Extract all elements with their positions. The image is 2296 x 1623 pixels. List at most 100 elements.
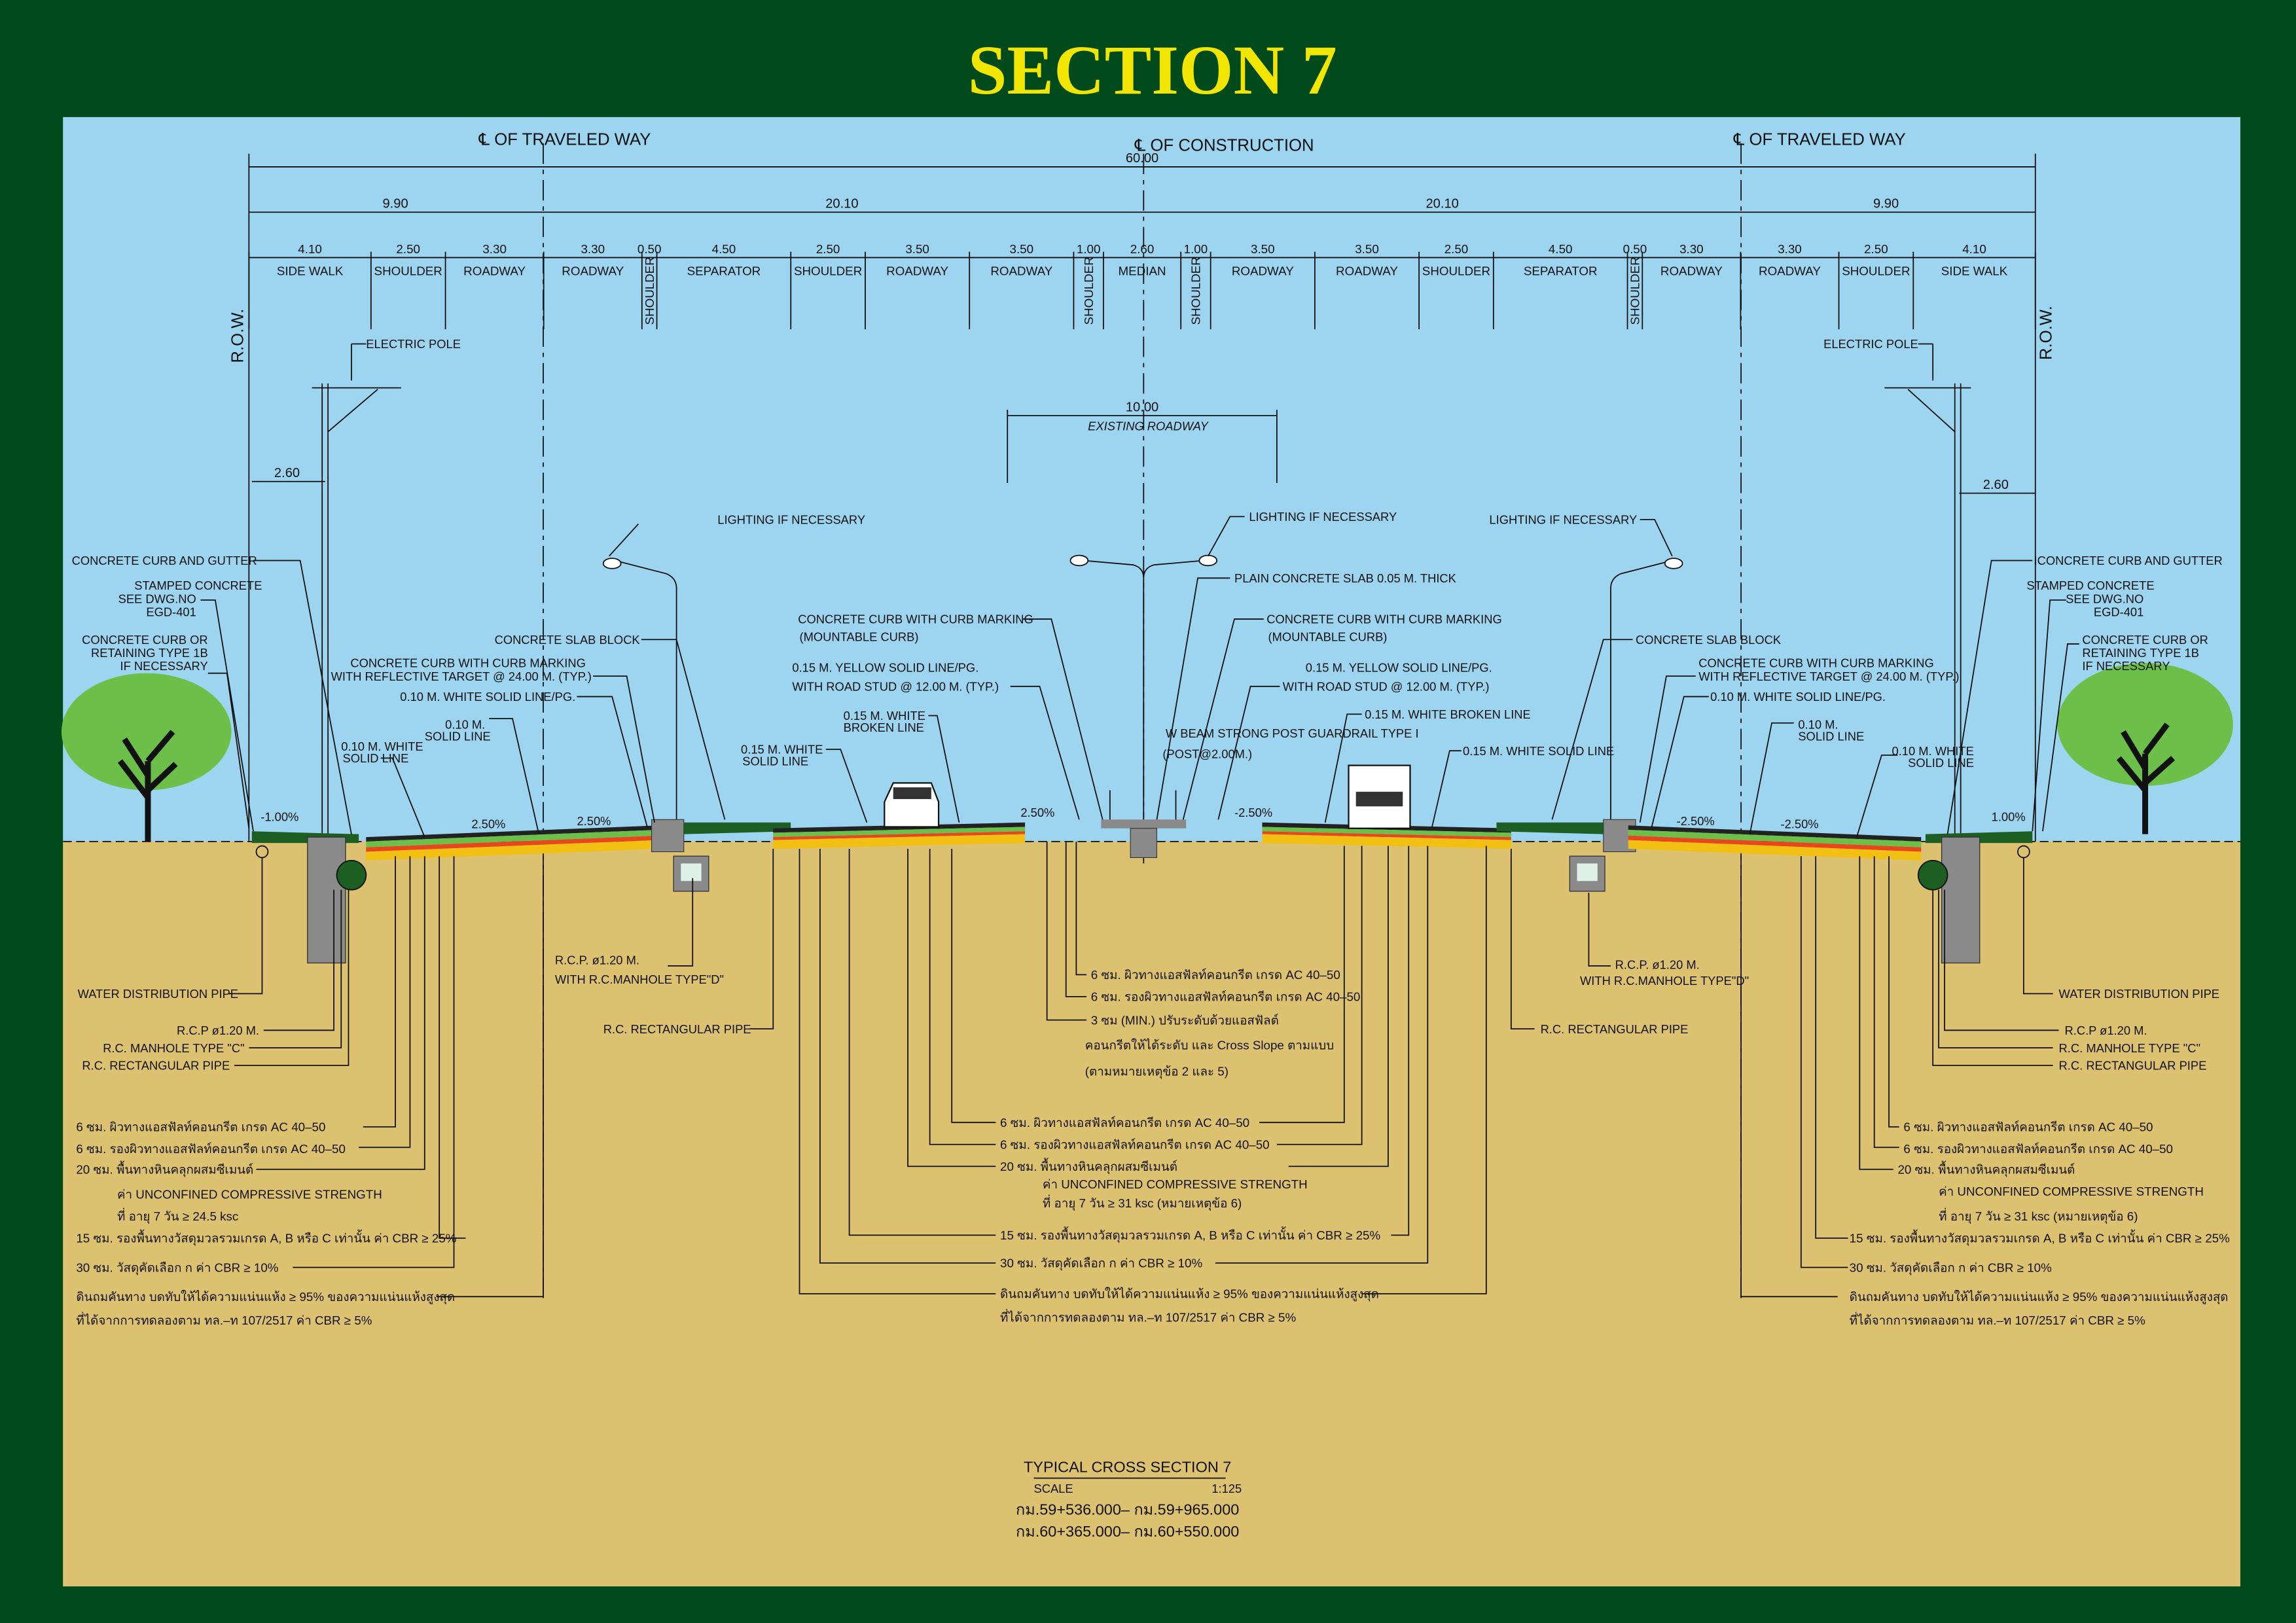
white-solid-line-right: 0.15 M. WHITE SOLID LINE: [1463, 744, 1614, 758]
rcp-manhole-d-left-1: R.C.P. ø1.20 M.: [555, 954, 639, 967]
segment-name: SHOULDER: [643, 257, 656, 325]
dim-pole-offset-left: 2.60: [274, 466, 300, 480]
slope-right-sidewalk: 1.00%: [1992, 810, 2026, 824]
retaining-right-1: CONCRETE CURB OR: [2082, 633, 2208, 647]
water-pipe-left: WATER DISTRIBUTION PIPE: [78, 987, 238, 1001]
stamped-concrete-right-2: SEE DWG.NO: [2066, 592, 2144, 605]
cl-traveled-way-right: ℄ OF TRAVELED WAY: [1733, 130, 1906, 149]
overlay-center-2: 6 ซม. รองผิวทางแอสฟัลท์คอนกรีต เกรด AC 4…: [1091, 990, 1361, 1004]
segment-name: SHOULDER: [374, 264, 442, 277]
segment-width: 3.50: [905, 242, 929, 256]
overlay-center-5: (ตามหมายเหตุข้อ 2 และ 5): [1085, 1065, 1229, 1080]
layer-left-2: 6 ซม. รองผิวทางแอสฟัลท์คอนกรีต เกรด AC 4…: [76, 1142, 346, 1156]
overlay-center-3: 3 ซม (MIN.) ปรับระดับด้วยแอสฟัลต์: [1091, 1013, 1279, 1027]
segment-name: SHOULDER: [1082, 257, 1096, 325]
leader-lines: [200, 516, 2079, 1298]
section-caption: TYPICAL CROSS SECTION 7: [1024, 1459, 1231, 1476]
curb-reflective-left-1: CONCRETE CURB WITH CURB MARKING: [350, 656, 586, 670]
utility-right-2: R.C. MANHOLE TYPE "C": [2059, 1041, 2200, 1055]
layer-left-8: ดินถมคันทาง บดทับให้ได้ความแน่นแห้ง ≥ 95…: [76, 1290, 455, 1305]
station-range-1: กม.59+536.000– กม.59+965.000: [1016, 1501, 1239, 1518]
utility-left-2: R.C. MANHOLE TYPE "C": [103, 1041, 244, 1055]
segment-width: 4.50: [712, 242, 736, 256]
segment-width: 2.50: [1864, 242, 1888, 256]
segment-width: 0.50: [1623, 242, 1647, 256]
layer-left-4: ค่า UNCONFINED COMPRESSIVE STRENGTH: [117, 1187, 382, 1201]
retaining-left-3: IF NECESSARY: [120, 659, 208, 673]
segment-width: 1.00: [1077, 242, 1101, 256]
layer-center-6: 15 ซม. รองพื้นทางวัสดุมวลรวมเกรด A, B หร…: [1000, 1226, 1380, 1243]
segment-name: SEPARATOR: [687, 264, 761, 277]
retaining-left-2: RETAINING TYPE 1B: [91, 646, 208, 660]
segment-name: SHOULDER: [1842, 264, 1910, 277]
layer-right-8: ดินถมคันทาง บดทับให้ได้ความแน่นแห้ง ≥ 95…: [1850, 1290, 2229, 1305]
guardrail-label-1: W BEAM STRONG POST GUARDRAIL TYPE I: [1166, 726, 1419, 740]
slope-left-outer-1: 2.50%: [471, 817, 505, 831]
segment-width: 3.30: [581, 242, 605, 256]
row-label-left: R.O.W.: [228, 309, 247, 363]
white-solid-pg-left: 0.10 M. WHITE SOLID LINE/PG.: [400, 690, 575, 704]
electric-pole-icon: [1884, 343, 1971, 842]
segment-name: MEDIAN: [1119, 264, 1166, 277]
layer-right-5: ที่ อายุ 7 วัน ≥ 31 ksc (หมายเหตุข้อ 6): [1939, 1207, 2138, 1224]
segment-name: ROADWAY: [463, 264, 526, 277]
dim-right-outer: 9.90: [1873, 197, 1899, 211]
curb-gutter-label-right: ICONCRETE CURB AND GUTTER: [2034, 554, 2223, 567]
page-title: SECTION 7: [968, 31, 1337, 109]
cl-construction: ℄ OF CONSTRUCTION: [1134, 136, 1314, 154]
title-block: TYPICAL CROSS SECTION 7 SCALE 1:125 กม.5…: [1016, 1459, 1242, 1540]
overlay-center-4: คอนกรีตให้ได้ระดับ และ Cross Slope ตามแบ…: [1085, 1038, 1334, 1052]
layer-left-7: 30 ซม. วัสดุคัดเลือก ก ค่า CBR ≥ 10%: [76, 1260, 278, 1275]
dim-pole-offset-right: 2.60: [1983, 478, 2009, 492]
slope-left-outer-2: 2.50%: [577, 814, 611, 828]
slope-right-outer-1: -2.50%: [1677, 814, 1715, 828]
curb-reflective-left-2: WITH REFLECTIVE TARGET @ 24.00 M. (TYP.): [331, 669, 592, 683]
lighting-label-right: LIGHTING IF NECESSARY: [1489, 513, 1637, 527]
mountable-curb-left-1: CONCRETE CURB WITH CURB MARKING: [798, 613, 1033, 626]
white-solid-015-left-2: SOLID LINE: [742, 755, 808, 768]
segment-name: SIDE WALK: [277, 264, 344, 277]
segment-name: SIDE WALK: [1941, 264, 2008, 277]
segment-width: 2.60: [1130, 242, 1155, 256]
segment-name: ROADWAY: [990, 264, 1052, 277]
yellow-line-right-1: 0.15 M. YELLOW SOLID LINE/PG.: [1306, 660, 1492, 674]
lighting-label-center: LIGHTING IF NECESSARY: [1249, 510, 1397, 524]
yellow-line-right-2: WITH ROAD STUD @ 12.00 M. (TYP.): [1283, 680, 1490, 694]
tree-icon: [61, 673, 232, 842]
segment-name: ROADWAY: [1759, 264, 1821, 277]
station-range-2: กม.60+365.000– กม.60+550.000: [1016, 1523, 1239, 1540]
plain-slab-label: PLAIN CONCRETE SLAB 0.05 M. THICK: [1234, 571, 1457, 585]
white-solid-pg-right: 0.10 M. WHITE SOLID LINE/PG.: [1710, 690, 1886, 704]
utility-left-3: R.C. RECTANGULAR PIPE: [82, 1059, 230, 1073]
segment-width: 1.00: [1184, 242, 1208, 256]
white-010-right-2: SOLID LINE: [1908, 756, 1974, 770]
segment-width: 3.30: [1778, 242, 1802, 256]
solid-010-left-2: SOLID LINE: [425, 730, 491, 743]
layer-center-9: ที่ได้จากการทดลองตาม ทล.–ท 107/2517 ค่า …: [1000, 1308, 1296, 1324]
scale-value: 1:125: [1211, 1482, 1242, 1495]
layer-right-6: 15 ซม. รองพื้นทางวัสดุมวลรวมเกรด A, B หร…: [1850, 1230, 2230, 1247]
truck-icon: [1348, 764, 1411, 829]
segment-width: 3.50: [1355, 242, 1379, 256]
scale-label: SCALE: [1033, 1482, 1073, 1495]
dim-right-inner: 20.10: [1426, 197, 1458, 211]
street-light-icon: [602, 558, 677, 827]
segment-width: 3.50: [1251, 242, 1275, 256]
yellow-line-left-1: 0.15 M. YELLOW SOLID LINE/PG.: [792, 660, 978, 674]
car-icon: [884, 782, 940, 828]
sky: [63, 116, 2240, 844]
retaining-right-2: RETAINING TYPE 1B: [2082, 646, 2199, 660]
segment-width: 2.50: [1444, 242, 1469, 256]
rect-pipe-center-left: R.C. RECTANGULAR PIPE: [603, 1022, 751, 1036]
segment-name: ROADWAY: [562, 264, 624, 277]
existing-roadway-label: EXISTING ROADWAY: [1088, 419, 1209, 433]
mountable-curb-right-2: (MOUNTABLE CURB): [1268, 630, 1387, 643]
layer-right-4: ค่า UNCONFINED COMPRESSIVE STRENGTH: [1939, 1185, 2204, 1198]
dim-total: 60.00: [1126, 151, 1158, 166]
segment-width: 4.10: [1962, 242, 1986, 256]
solid-010-right-1: 0.10 M.: [1798, 718, 1838, 732]
utility-right-1: R.C.P ø1.20 M.: [2065, 1024, 2147, 1037]
segment-name: SHOULDER: [1189, 257, 1203, 325]
slope-left-sidewalk: -1.00%: [260, 810, 298, 824]
